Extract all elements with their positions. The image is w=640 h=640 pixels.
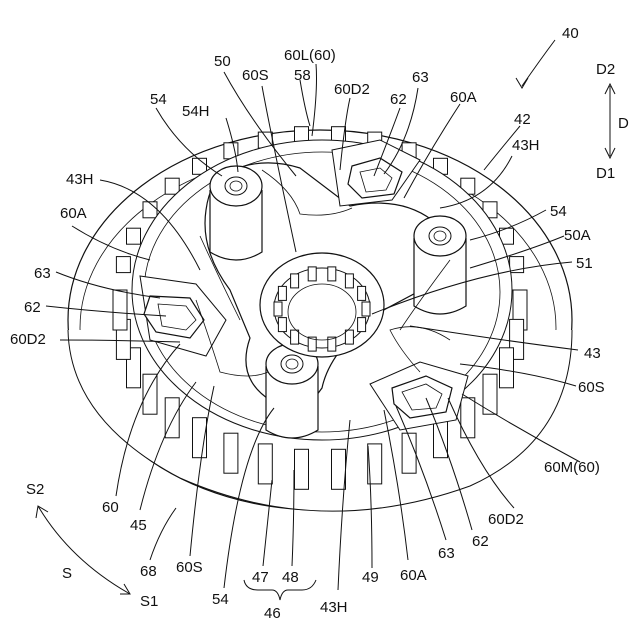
label-47: 47 (252, 569, 269, 586)
label-62-top: 62 (390, 91, 407, 108)
label-58: 58 (294, 67, 311, 84)
spline-tooth (291, 274, 299, 288)
label-43H-right: 43H (512, 137, 540, 154)
label-60A-left: 60A (60, 205, 87, 222)
label-63-left: 63 (34, 265, 51, 282)
spline-tooth (358, 318, 366, 332)
label-S: S (62, 565, 72, 582)
gear-tooth (402, 433, 416, 473)
label-50A: 50A (564, 227, 591, 244)
rotation-arrow-s (36, 506, 130, 594)
label-54H: 54H (182, 103, 210, 120)
label-S2: S2 (26, 481, 44, 498)
gear-tooth (258, 444, 272, 484)
gear-tooth (295, 449, 309, 489)
label-S1: S1 (140, 593, 158, 610)
spline-tooth (291, 330, 299, 344)
label-50: 50 (214, 53, 231, 70)
label-68: 68 (140, 563, 157, 580)
boss-right (414, 216, 466, 314)
label-43: 43 (584, 345, 601, 362)
spline-tooth (308, 267, 316, 281)
label-60S-bottom: 60S (176, 559, 203, 576)
label-40: 40 (562, 25, 579, 42)
gear-tooth (143, 202, 157, 218)
label-63-top: 63 (412, 69, 429, 86)
label-51: 51 (576, 255, 593, 272)
gear-tooth (116, 257, 130, 273)
spline-tooth (278, 318, 286, 332)
gear-tooth (165, 178, 179, 194)
label-60A-bottom: 60A (400, 567, 427, 584)
label-54-bottom: 54 (212, 591, 229, 608)
spline-tooth (362, 302, 370, 316)
label-46: 46 (264, 605, 281, 622)
spline-tooth (328, 267, 336, 281)
label-54-left: 54 (150, 91, 167, 108)
boss-bottom (266, 344, 318, 438)
gear-tooth (332, 449, 346, 489)
label-63-bottom: 63 (438, 545, 455, 562)
gear-tooth (224, 433, 238, 473)
spline-tooth (274, 302, 282, 316)
label-62-left: 62 (24, 299, 41, 316)
label-60L: 60L(60) (284, 47, 336, 64)
gear-tooth (127, 228, 141, 244)
label-60S-right: 60S (578, 379, 605, 396)
label-42: 42 (514, 111, 531, 128)
spline-tooth (358, 286, 366, 300)
label-43H-left: 43H (66, 171, 94, 188)
label-D: D (618, 115, 629, 132)
label-54-right: 54 (550, 203, 567, 220)
label-60D2-left: 60D2 (10, 331, 46, 348)
gear-tooth (143, 374, 157, 414)
label-48: 48 (282, 569, 299, 586)
boss-top-left (210, 166, 262, 260)
label-D2: D2 (596, 61, 615, 78)
label-60A-top: 60A (450, 89, 477, 106)
label-60D2-bottom: 60D2 (488, 511, 524, 528)
spline-tooth (345, 274, 353, 288)
gear-tooth (113, 290, 127, 330)
label-60M: 60M(60) (544, 459, 600, 476)
label-60D2-top: 60D2 (334, 81, 370, 98)
direction-arrow-d (605, 84, 615, 158)
central-splined-bore (260, 253, 384, 357)
label-60: 60 (102, 499, 119, 516)
spline-tooth (278, 286, 286, 300)
gear-tooth (461, 398, 475, 438)
label-49: 49 (362, 569, 379, 586)
label-43H-bottom: 43H (320, 599, 348, 616)
label-45: 45 (130, 517, 147, 534)
label-D1: D1 (596, 165, 615, 182)
label-62-bottom: 62 (472, 533, 489, 550)
gear-tooth (500, 348, 514, 388)
spline-tooth (345, 330, 353, 344)
label-60S-top: 60S (242, 67, 269, 84)
